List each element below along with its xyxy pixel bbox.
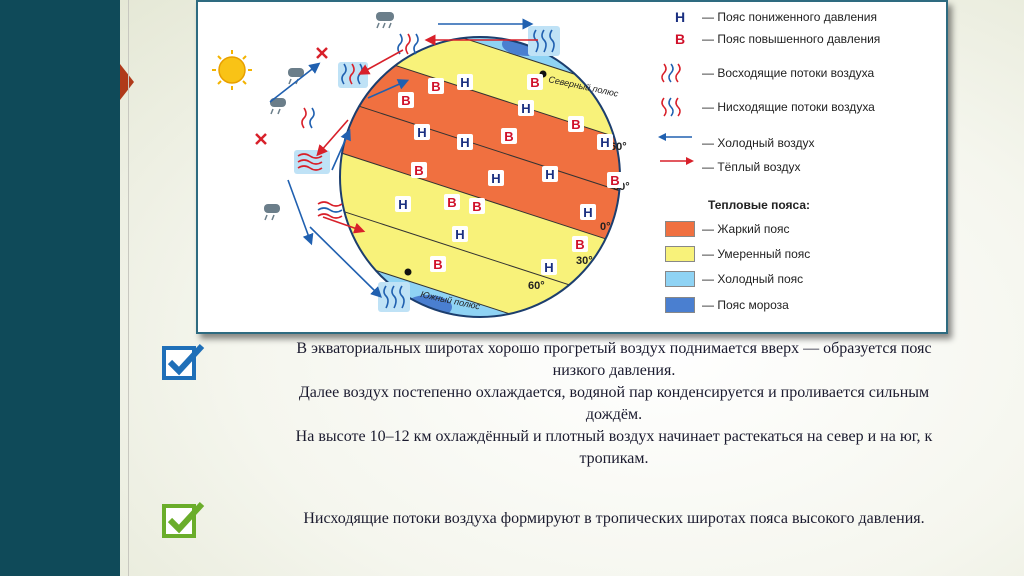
low-pressure-mark: Н — [457, 134, 473, 150]
legend-item-ascending-air: — Восходящие потоки воздуха — [658, 62, 946, 84]
legend-zone-frost: — Пояс мороза — [658, 294, 946, 316]
legend-zone-temperate: — Умеренный пояс — [658, 243, 946, 265]
svg-text:В: В — [447, 195, 456, 210]
legend-label: — Холодный пояс — [702, 272, 804, 286]
checkbox-icon — [162, 501, 205, 538]
text-line: тропикам. — [579, 450, 649, 467]
legend-item-descending-air: — Нисходящие потоки воздуха — [658, 96, 946, 118]
legend-label: — Пояс мороза — [702, 298, 789, 312]
checkbox-icon — [162, 343, 205, 380]
legend-zone-cold: — Холодный пояс — [658, 268, 946, 290]
circulation-arrows — [269, 18, 538, 298]
svg-text:В: В — [401, 93, 410, 108]
svg-text:Н: Н — [398, 197, 407, 212]
heat-zones-title: Тепловые пояса: — [708, 198, 810, 212]
globe-diagram: Северный полюс Южный полюс 60° 30° 0° 30… — [212, 12, 630, 318]
legend-label: — Пояс повышенного давления — [702, 32, 881, 46]
low-pressure-mark: Н — [518, 100, 534, 116]
legend-item-low-pressure: Н — Пояс пониженного давления — [658, 6, 946, 28]
svg-text:Н: Н — [521, 101, 530, 116]
text-line: Нисходящие потоки воздуха формируют в тр… — [303, 510, 925, 527]
high-pressure-mark: В — [527, 74, 543, 90]
diagram-legend: Н — Пояс пониженного давления В — Пояс п… — [658, 2, 946, 332]
legend-label: — Восходящие потоки воздуха — [702, 66, 875, 80]
legend-item-high-pressure: В — Пояс повышенного давления — [658, 28, 946, 50]
svg-text:В: В — [575, 237, 584, 252]
south-pole-dot — [404, 268, 412, 276]
svg-text:В: В — [571, 117, 580, 132]
low-pressure-mark: Н — [597, 134, 613, 150]
legend-item-cold-air: — Холодный воздух — [658, 132, 946, 154]
low-pressure-mark: Н — [541, 259, 557, 275]
slide-divider-line — [128, 0, 129, 576]
svg-text:Н: Н — [600, 135, 609, 150]
svg-text:Н: Н — [491, 171, 500, 186]
lat-30s-label: 30° — [576, 255, 593, 267]
high-pressure-mark: В — [398, 92, 414, 108]
cross-markers — [255, 47, 328, 145]
high-pressure-mark: В — [607, 172, 623, 188]
temperate-zone-swatch — [665, 246, 695, 262]
high-pressure-symbol: В — [674, 31, 686, 47]
svg-text:В: В — [414, 163, 423, 178]
low-pressure-mark: Н — [414, 124, 430, 140]
svg-text:Н: Н — [545, 167, 554, 182]
svg-text:Н: Н — [583, 205, 592, 220]
high-pressure-mark: В — [501, 128, 517, 144]
high-pressure-mark: В — [469, 198, 485, 214]
sidebar-arrow-marker — [120, 64, 134, 100]
sun-icon — [212, 50, 252, 90]
high-pressure-mark: В — [428, 78, 444, 94]
low-pressure-mark: Н — [395, 196, 411, 212]
lat-0-label: 0° — [600, 221, 611, 233]
text-line: В экваториальных широтах хорошо прогреты… — [296, 340, 932, 357]
legend-label: — Тёплый воздух — [702, 160, 801, 174]
high-pressure-mark: В — [411, 162, 427, 178]
frost-zone-swatch — [665, 297, 695, 313]
low-pressure-mark: Н — [542, 166, 558, 182]
paragraph-equatorial-air: В экваториальных широтах хорошо прогреты… — [226, 338, 1002, 470]
lat-60n-label: 60° — [610, 141, 627, 153]
text-line: низкого давления. — [552, 362, 676, 379]
legend-label: — Умеренный пояс — [702, 247, 811, 261]
high-pressure-mark: В — [572, 236, 588, 252]
high-pressure-mark: В — [430, 256, 446, 272]
svg-text:В: В — [431, 79, 440, 94]
pressure-belts-figure: Северный полюс Южный полюс 60° 30° 0° 30… — [196, 0, 948, 334]
air-flow-wavy-arrows — [294, 26, 560, 312]
left-sidebar-bar — [0, 0, 120, 576]
svg-text:Н: Н — [544, 260, 553, 275]
svg-text:В: В — [610, 173, 619, 188]
svg-text:В: В — [433, 257, 442, 272]
low-pressure-mark: Н — [457, 74, 473, 90]
text-line: Далее воздух постепенно охлаждается, вод… — [298, 384, 930, 401]
high-pressure-mark: В — [568, 116, 584, 132]
low-pressure-mark: Н — [488, 170, 504, 186]
svg-text:Н: Н — [455, 227, 464, 242]
legend-zone-hot: — Жаркий пояс — [658, 218, 946, 240]
cold-zone-swatch — [665, 271, 695, 287]
svg-text:Н: Н — [460, 75, 469, 90]
high-pressure-mark: В — [444, 194, 460, 210]
low-pressure-mark: Н — [580, 204, 596, 220]
svg-text:В: В — [530, 75, 539, 90]
svg-text:Н: Н — [417, 125, 426, 140]
low-pressure-mark: Н — [452, 226, 468, 242]
low-pressure-symbol: Н — [674, 9, 686, 25]
hot-zone-swatch — [665, 221, 695, 237]
svg-text:В: В — [472, 199, 481, 214]
text-line: На высоте 10–12 км охлаждённый и плотный… — [295, 428, 933, 445]
lat-60s-label: 60° — [528, 280, 545, 292]
legend-label: — Нисходящие потоки воздуха — [702, 100, 875, 114]
legend-label: — Жаркий пояс — [702, 222, 790, 236]
svg-text:Н: Н — [460, 135, 469, 150]
legend-item-warm-air: — Тёплый воздух — [658, 156, 946, 178]
legend-label: — Холодный воздух — [702, 136, 815, 150]
svg-text:В: В — [504, 129, 513, 144]
legend-label: — Пояс пониженного давления — [702, 10, 877, 24]
rain-cloud-icons — [264, 12, 394, 221]
paragraph-descending-air: Нисходящие потоки воздуха формируют в тр… — [226, 508, 1002, 530]
text-line: дождём. — [585, 406, 643, 423]
